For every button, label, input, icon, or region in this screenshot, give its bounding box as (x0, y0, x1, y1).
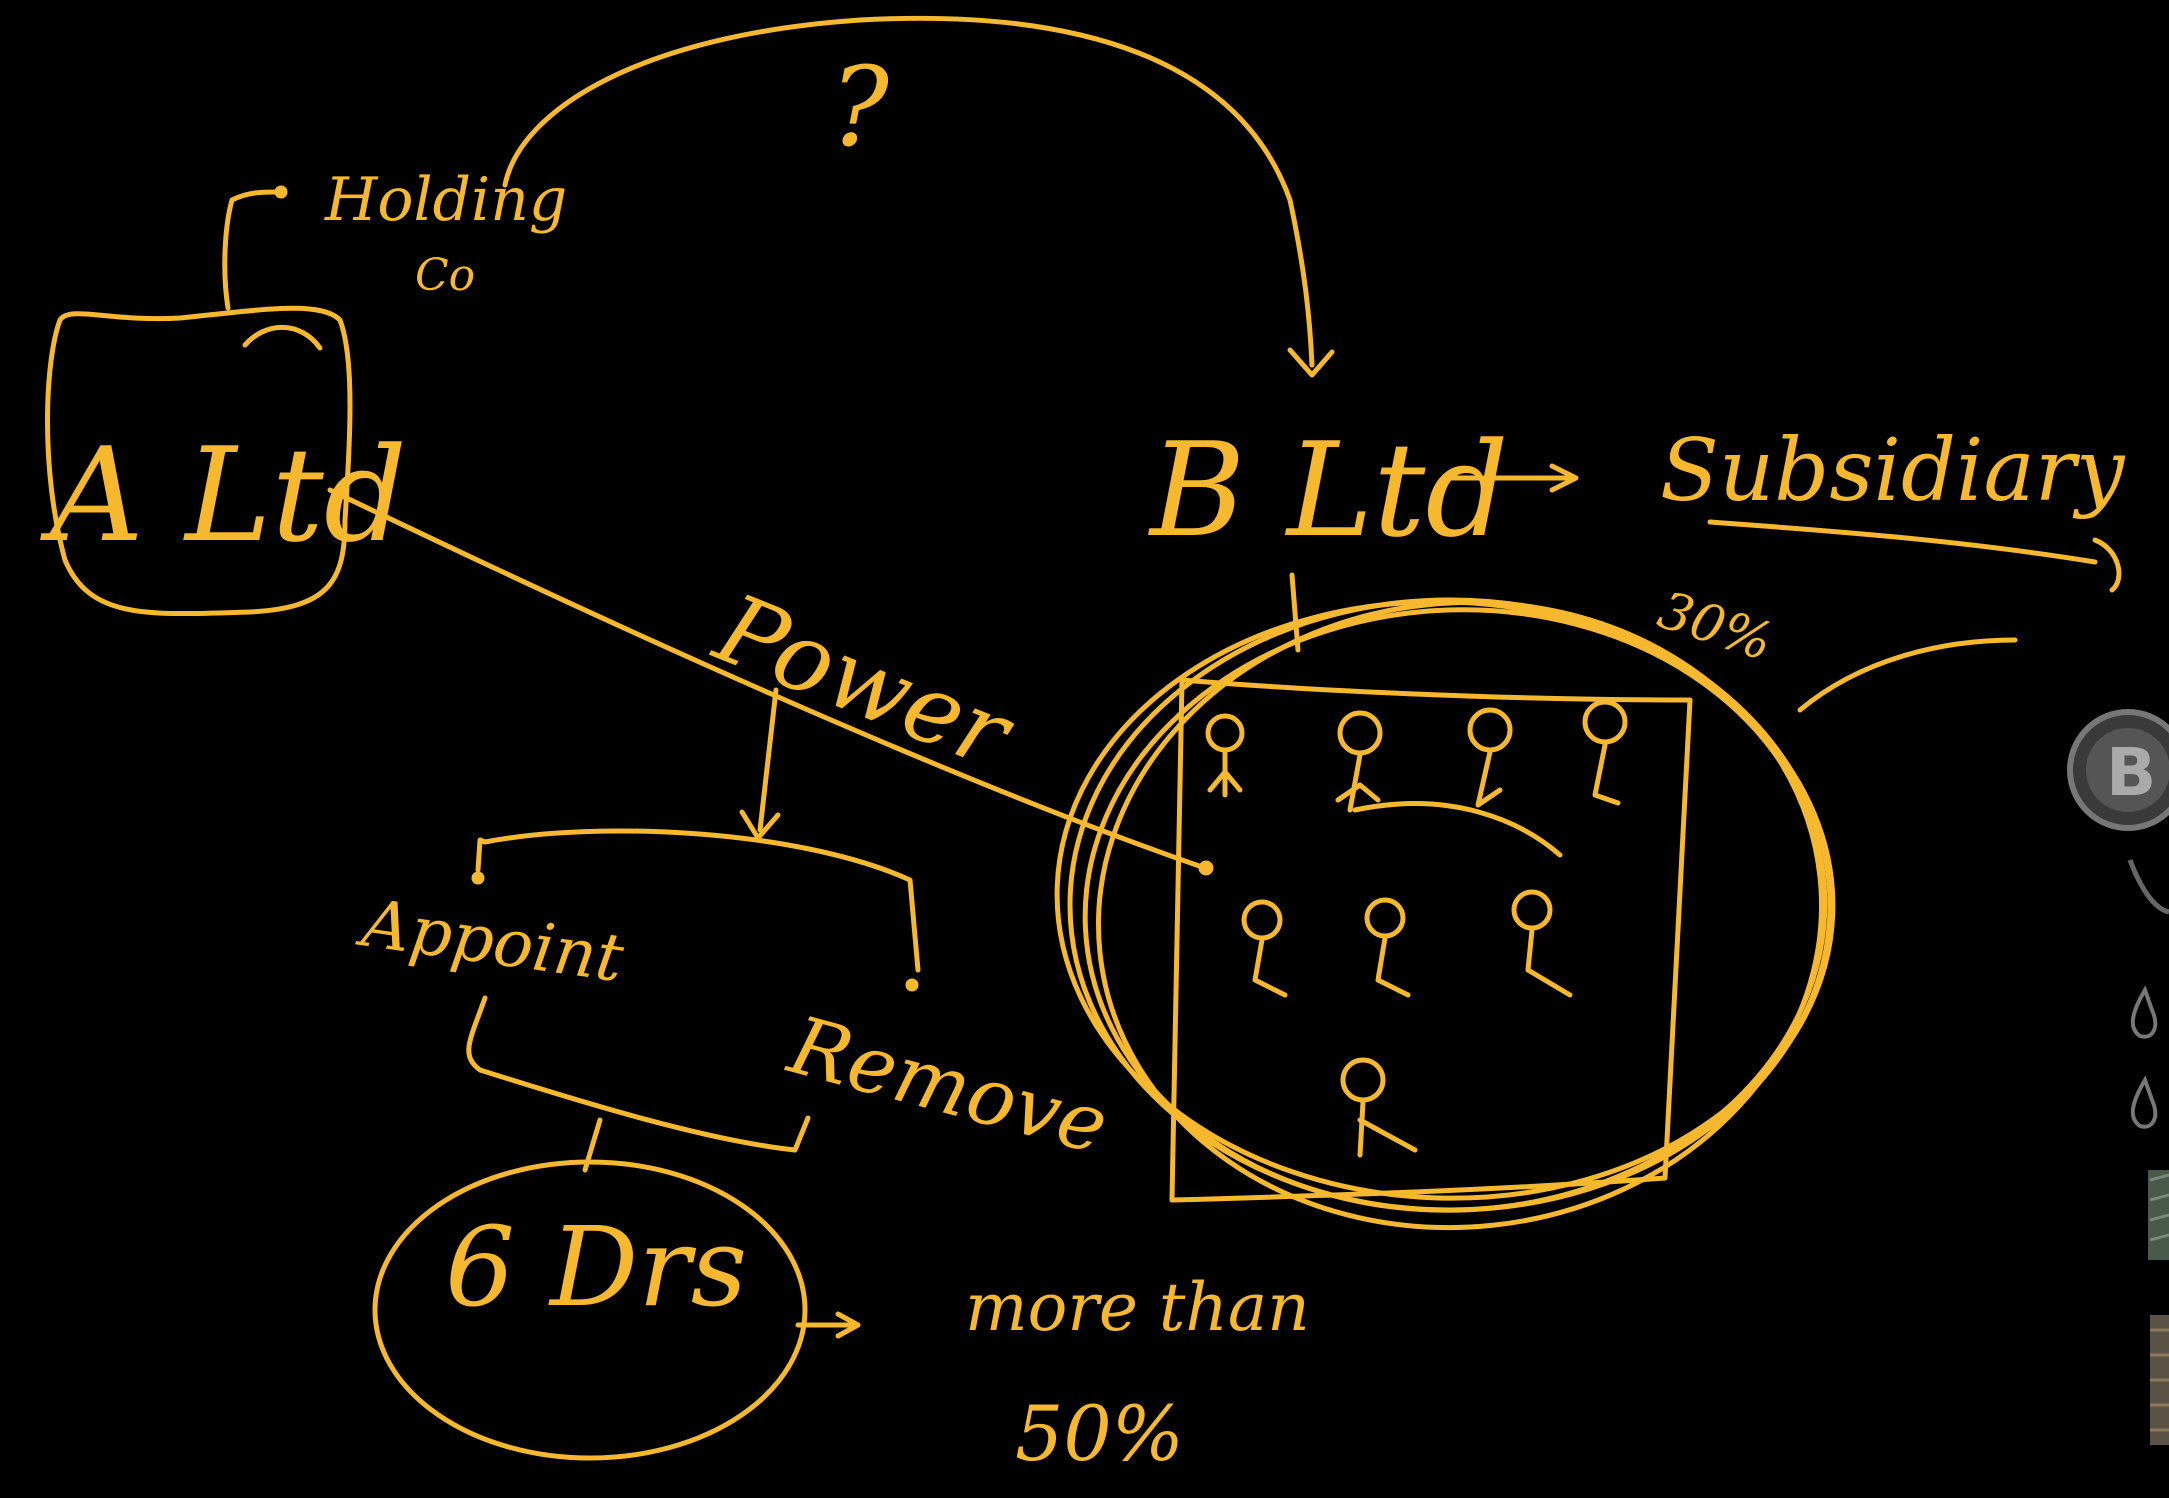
directors-label: 6 Drs (445, 1203, 747, 1331)
b-tick (1292, 575, 1298, 650)
droplet-icon (2133, 1080, 2155, 1127)
board-member (1338, 713, 1380, 810)
company-b-label: B Ltd (1148, 414, 1509, 566)
holding-bracket (225, 192, 278, 308)
company-a-label: A Ltd (40, 419, 407, 571)
board-member (1514, 892, 1570, 995)
board-member (1585, 702, 1625, 803)
power-label: Power (700, 572, 1030, 792)
subsidiary-label: Subsidiary (1660, 421, 2126, 521)
side-icon-strip: B (2070, 712, 2169, 1445)
subsidiary-underline (1710, 522, 2095, 562)
subsidiary-bracket (2095, 540, 2119, 590)
fifty-percent-label: 50% (1015, 1389, 1184, 1478)
coin-stack-icon (2150, 1315, 2169, 1445)
power-line-dot (1201, 863, 1211, 873)
percent-pointer (1800, 640, 2015, 710)
cash-stack-icon (2148, 1170, 2169, 1260)
holding-bracket-dot (277, 188, 285, 196)
svg-text:B: B (2106, 734, 2156, 811)
remove-dot (908, 981, 916, 989)
directors-bracket (469, 998, 808, 1150)
remove-label: Remove (778, 998, 1117, 1172)
board-member (1208, 716, 1242, 795)
appoint-label: Appoint (352, 884, 629, 998)
question-mark-label: ? (830, 43, 890, 171)
swoosh-icon (2130, 860, 2169, 912)
droplet-icon (2133, 990, 2155, 1037)
power-branch-left (478, 840, 485, 870)
power-down-line (760, 690, 776, 830)
holding-label: Holding (324, 165, 567, 235)
board-box (1172, 680, 1690, 1200)
board-member (1367, 900, 1408, 995)
bitcoin-icon: B (2070, 712, 2169, 828)
board-member (1244, 902, 1285, 995)
board-circle-4 (1067, 567, 1852, 1263)
board-member (1343, 1060, 1415, 1155)
holding-co-label: Co (415, 250, 475, 301)
board-members (1208, 702, 1625, 1155)
more-than-label: more than (965, 1269, 1310, 1346)
box-top-hook (245, 327, 320, 348)
control-arc (505, 18, 1312, 365)
board-member (1470, 710, 1510, 805)
appoint-dot (474, 874, 482, 882)
